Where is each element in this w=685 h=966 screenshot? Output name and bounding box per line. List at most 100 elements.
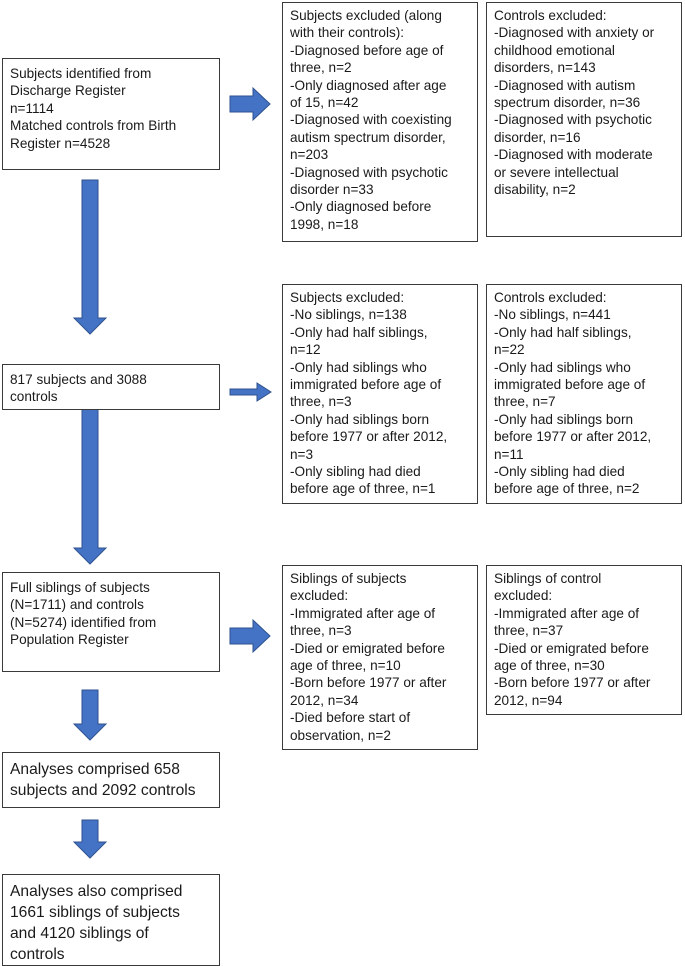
arrow-right-3 [229,618,271,654]
box-line: -Immigrated after age of [494,605,640,621]
box-line: -Only had half siblings, [290,324,428,340]
arrow-down-2 [72,407,108,565]
box-line: immigrated before age of [290,377,442,393]
arrow-right-1 [229,86,271,122]
box-line: Controls excluded: [494,290,607,305]
box-line: -Only had siblings who [494,359,631,375]
box-line: Analyses also comprised [10,883,183,900]
box-line: n=203 [290,147,329,163]
box-line: Controls excluded: [494,8,607,23]
arrow-down-3 [72,689,108,741]
box-stage3-sibling-subjects-excluded: Siblings of subjects excluded: -Immigrat… [282,565,478,750]
box-line: 2012, n=94 [494,692,563,708]
box-line: disability, n=2 [494,182,576,198]
box-line: Population Register [10,632,129,648]
box-full-siblings: Full siblings of subjects (N=1711) and c… [2,572,220,672]
arrow-down-4 [72,819,108,859]
box-line: -Diagnosed with psychotic [494,112,652,128]
box-line: -Diagnosed with psychotic [290,164,448,180]
box-line: -Diagnosed with coexisting [290,112,452,128]
box-line: n=12 [290,342,321,358]
box-line: -Immigrated after age of [290,605,436,621]
box-line: Subjects excluded: [290,290,405,305]
box-line: with their controls): [290,25,405,41]
box-line: Siblings of control [494,571,602,586]
box-line: three, n=7 [494,394,556,410]
box-line: -Only had siblings born [494,411,634,427]
box-line: n=3 [290,446,314,462]
box-line: controls [10,946,65,963]
box-line: Full siblings of subjects [10,580,150,595]
box-line: excluded: [290,588,349,604]
box-line: -Diagnosed with moderate [494,147,653,163]
box-stage1-controls-excluded: Controls excluded: -Diagnosed with anxie… [486,2,682,237]
box-line: Analyses comprised 658 [10,761,180,778]
box-line: immigrated before age of [494,377,646,393]
box-line: disorder n=33 [290,182,374,198]
box-after-first-exclusion: 817 subjects and 3088 controls [2,364,220,410]
box-line: n=1114 [10,100,54,116]
box-line: 1998, n=18 [290,216,359,232]
box-line: before 1977 or after 2012, [494,429,652,445]
box-line: -Died before start of [290,710,411,726]
box-line: -Died or emigrated before [494,640,649,656]
box-line: controls [10,389,58,405]
box-line: disorder, n=16 [494,129,581,145]
box-line: Subjects identified from [10,66,152,81]
box-line: 817 subjects and 3088 [10,372,147,387]
box-line: -No siblings, n=441 [494,307,611,323]
box-line: before 1977 or after 2012, [290,429,448,445]
box-line: 1661 siblings of subjects [10,904,180,921]
box-line: -Only had siblings who [290,359,427,375]
box-line: subjects and 2092 controls [10,782,196,799]
box-line: -Died or emigrated before [290,640,445,656]
box-line: -Only diagnosed after age [290,77,447,93]
box-line: Matched controls from Birth [10,118,177,134]
box-line: three, n=3 [290,623,352,639]
box-identified: Subjects identified from Discharge Regis… [2,58,220,170]
box-line: before age of three, n=2 [494,481,640,497]
arrow-right-2 [229,382,272,402]
box-line: -Only sibling had died [290,464,421,480]
box-line: -Born before 1977 or after [290,675,447,691]
box-line: -Diagnosed before age of [290,42,444,58]
box-line: three, n=3 [290,394,352,410]
arrow-down-1 [72,179,108,335]
box-line: -Only diagnosed before [290,199,432,215]
box-line: -Diagnosed with autism [494,77,636,93]
box-analyses-subjects: Analyses comprised 658 subjects and 2092… [2,752,220,808]
box-line: of 15, n=42 [290,95,359,111]
box-line: 2012, n=34 [290,692,359,708]
box-stage3-sibling-controls-excluded: Siblings of control excluded: -Immigrate… [486,565,682,715]
box-line: (N=1711) and controls [10,597,144,613]
box-line: spectrum disorder, n=36 [494,95,641,111]
box-line: or severe intellectual [494,164,619,180]
box-line: autism spectrum disorder, [290,129,446,145]
box-line: three, n=2 [290,60,352,76]
box-line: -Born before 1977 or after [494,675,651,691]
box-analyses-siblings: Analyses also comprised 1661 siblings of… [2,874,220,966]
box-line: -Only had siblings born [290,411,430,427]
box-line: age of three, n=30 [494,658,605,674]
box-line: (N=5274) identified from [10,614,157,630]
box-line: three, n=37 [494,623,564,639]
box-line: -Only sibling had died [494,464,625,480]
box-line: Siblings of subjects [290,571,407,586]
box-line: observation, n=2 [290,727,391,743]
box-line: n=22 [494,342,525,358]
box-line: before age of three, n=1 [290,481,436,497]
box-line: Discharge Register [10,83,126,99]
box-stage1-subjects-excluded: Subjects excluded (along with their cont… [282,2,478,242]
box-stage2-controls-excluded: Controls excluded: -No siblings, n=441 -… [486,284,682,504]
box-line: and 4120 siblings of [10,925,149,942]
box-line: -Only had half siblings, [494,324,632,340]
box-line: -No siblings, n=138 [290,307,407,323]
box-line: Subjects excluded (along [290,8,442,23]
box-line: n=11 [494,446,524,462]
box-line: disorders, n=143 [494,60,596,76]
box-line: Register n=4528 [10,135,111,151]
box-line: -Diagnosed with anxiety or [494,25,655,41]
box-line: excluded: [494,588,553,604]
box-line: age of three, n=10 [290,658,401,674]
